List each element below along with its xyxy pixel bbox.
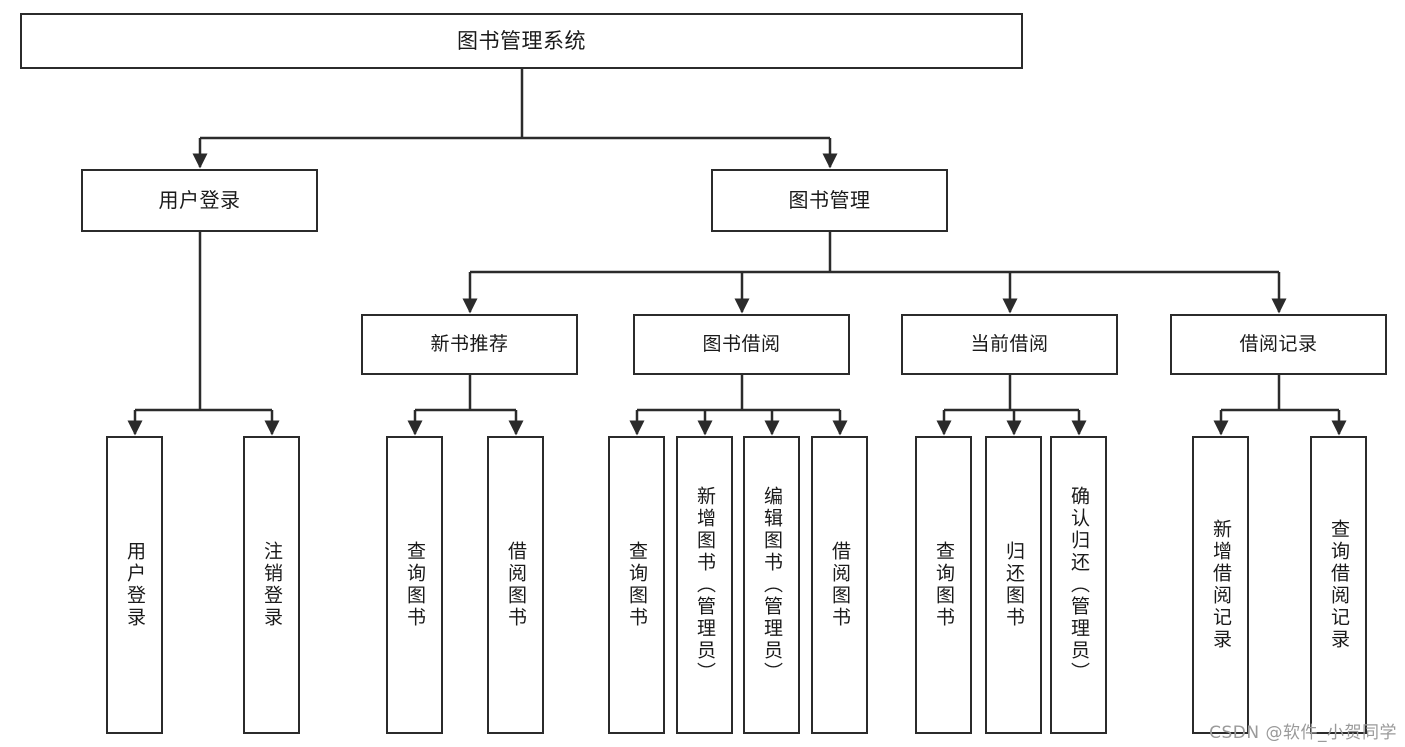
node-label: 新增借阅记录 [1210, 519, 1232, 651]
node-login[interactable]: 用户登录 [81, 169, 318, 232]
node-root[interactable]: 图书管理系统 [20, 13, 1023, 69]
node-label: 确认归还（管理员） [1068, 486, 1090, 684]
node-label: 新增图书（管理员） [694, 486, 716, 684]
node-label: 用户登录 [124, 541, 146, 629]
node-records[interactable]: 借阅记录 [1170, 314, 1387, 375]
node-label: 查询图书 [626, 541, 648, 629]
node-leaf-borrow-edit[interactable]: 编辑图书（管理员） [743, 436, 800, 734]
node-leaf-new-query[interactable]: 查询图书 [386, 436, 443, 734]
node-leaf-rec-query[interactable]: 查询借阅记录 [1310, 436, 1367, 734]
node-leaf-borrow-add[interactable]: 新增图书（管理员） [676, 436, 733, 734]
watermark-label: CSDN @软件_小贺同学 [1209, 723, 1397, 743]
node-borrow[interactable]: 图书借阅 [633, 314, 850, 375]
node-label: 用户登录 [158, 188, 241, 212]
node-leaf-cur-confirm[interactable]: 确认归还（管理员） [1050, 436, 1107, 734]
node-label: 查询借阅记录 [1328, 519, 1350, 651]
node-current[interactable]: 当前借阅 [901, 314, 1118, 375]
node-leaf-cur-query[interactable]: 查询图书 [915, 436, 972, 734]
node-leaf-borrow-query[interactable]: 查询图书 [608, 436, 665, 734]
node-leaf-new-borrow[interactable]: 借阅图书 [487, 436, 544, 734]
node-leaf-borrow-do[interactable]: 借阅图书 [811, 436, 868, 734]
node-label: 借阅记录 [1239, 332, 1318, 355]
node-leaf-user-logout[interactable]: 注销登录 [243, 436, 300, 734]
node-newbook[interactable]: 新书推荐 [361, 314, 578, 375]
node-label: 查询图书 [933, 541, 955, 629]
node-label: 当前借阅 [970, 332, 1049, 355]
node-label: 借阅图书 [829, 541, 851, 629]
node-label: 注销登录 [261, 541, 283, 629]
node-leaf-rec-add[interactable]: 新增借阅记录 [1192, 436, 1249, 734]
node-bookmgr[interactable]: 图书管理 [711, 169, 948, 232]
node-label: 归还图书 [1003, 541, 1025, 629]
node-label: 借阅图书 [505, 541, 527, 629]
node-label: 图书借阅 [702, 332, 781, 355]
node-label: 图书管理系统 [457, 28, 586, 53]
node-label: 查询图书 [404, 541, 426, 629]
node-label: 新书推荐 [430, 332, 509, 355]
node-leaf-user-login[interactable]: 用户登录 [106, 436, 163, 734]
node-label: 编辑图书（管理员） [761, 486, 783, 684]
node-label: 图书管理 [788, 188, 871, 212]
node-leaf-cur-return[interactable]: 归还图书 [985, 436, 1042, 734]
